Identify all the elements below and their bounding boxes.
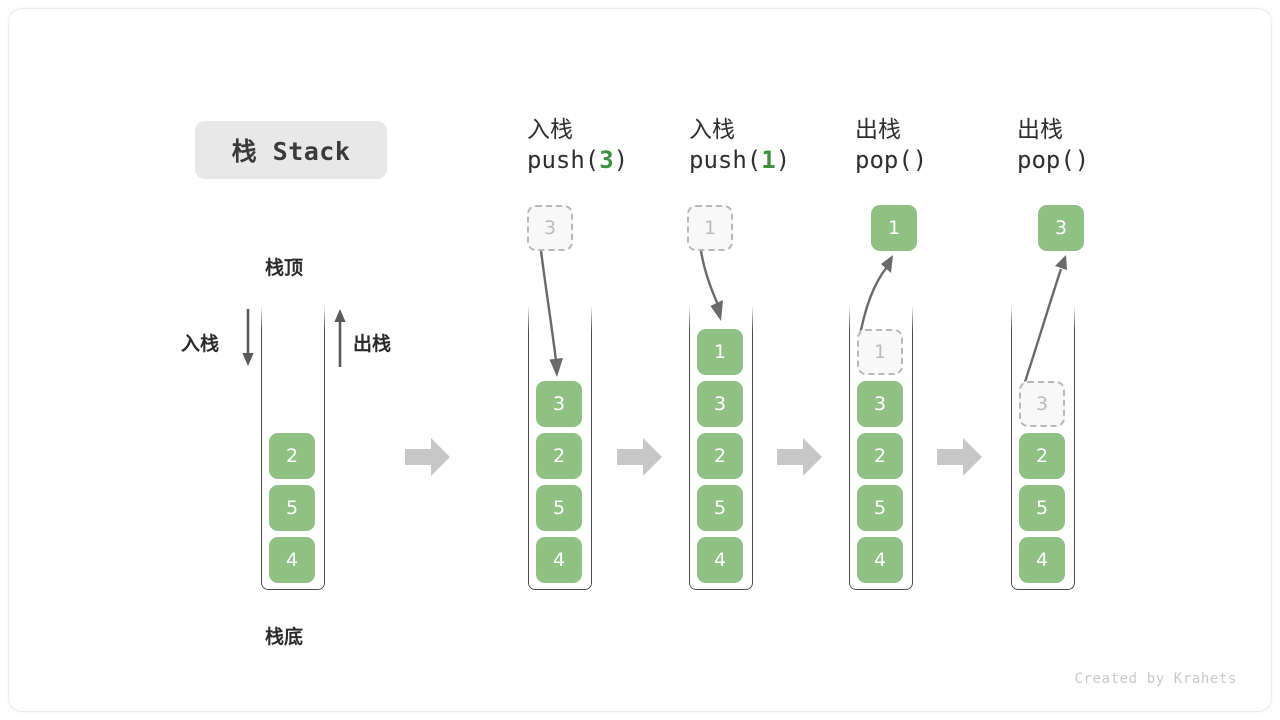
column-header-code: push(3)	[527, 146, 629, 174]
stack-title-chip: 栈 Stack	[195, 121, 387, 179]
stack-cell: 2	[1019, 433, 1065, 479]
stack-cell: 4	[536, 537, 582, 583]
code-argument: 3	[599, 146, 614, 174]
stack-container-pop-3	[1011, 305, 1075, 590]
stack-cell: 3	[697, 381, 743, 427]
stack-cell: 2	[269, 433, 315, 479]
stack-cell: 2	[857, 433, 903, 479]
pop-direction-arrow	[331, 309, 349, 367]
pop-side-label: 出栈	[353, 333, 392, 355]
stack-cell: 4	[1019, 537, 1065, 583]
step-arrow-1	[405, 437, 451, 477]
floating-ghost-cell: 1	[687, 205, 733, 251]
stack-bottom-label: 栈底	[265, 626, 304, 648]
column-header-pop-3: 出栈 pop()	[1017, 117, 1197, 177]
stack-cell: 5	[536, 485, 582, 531]
push-motion-arrow-1	[699, 249, 759, 329]
stack-cell-ghost: 3	[1019, 381, 1065, 427]
stack-cell: 4	[857, 537, 903, 583]
stack-cell-ghost: 1	[857, 329, 903, 375]
diagram-frame: 栈 Stack 栈顶 入栈 出栈 2 5 4 栈底 入栈 push(3) 3	[8, 8, 1272, 712]
step-arrow-4	[937, 437, 983, 477]
column-header-cn: 出栈	[855, 117, 901, 143]
stack-cell: 2	[697, 433, 743, 479]
column-header-push-1: 入栈 push(1)	[689, 117, 869, 177]
column-header-code: push(1)	[689, 146, 791, 174]
push-direction-arrow	[239, 309, 257, 367]
code-argument: 1	[761, 146, 776, 174]
column-header-cn: 入栈	[527, 117, 573, 143]
column-header-cn: 出栈	[1017, 117, 1063, 143]
stack-cell: 3	[536, 381, 582, 427]
column-header-cn: 入栈	[689, 117, 735, 143]
floating-popped-cell: 1	[871, 205, 917, 251]
stack-container-push-1	[689, 305, 753, 590]
stack-cell: 1	[697, 329, 743, 375]
floating-ghost-cell: 3	[527, 205, 573, 251]
column-header-code: pop()	[1017, 146, 1090, 174]
stack-cell: 4	[697, 537, 743, 583]
column-header-push-3: 入栈 push(3)	[527, 117, 707, 177]
stack-title-label: 栈 Stack	[231, 137, 351, 166]
stack-cell: 2	[536, 433, 582, 479]
stack-container-initial	[261, 305, 325, 590]
stack-cell: 5	[269, 485, 315, 531]
column-header-pop-1: 出栈 pop()	[855, 117, 1035, 177]
stack-cell: 5	[857, 485, 903, 531]
push-side-label: 入栈	[181, 333, 220, 355]
stack-cell: 3	[857, 381, 903, 427]
stack-top-label: 栈顶	[265, 257, 304, 279]
column-header-code: pop()	[855, 146, 928, 174]
stack-container-pop-1	[849, 305, 913, 590]
floating-popped-cell: 3	[1038, 205, 1084, 251]
credit-label: Created by Krahets	[1074, 671, 1237, 687]
stack-cell: 4	[269, 537, 315, 583]
stack-cell: 5	[1019, 485, 1065, 531]
stack-cell: 5	[697, 485, 743, 531]
step-arrow-2	[617, 437, 663, 477]
stack-container-push-3	[528, 305, 592, 590]
push-motion-arrow-3	[537, 249, 597, 389]
step-arrow-3	[777, 437, 823, 477]
